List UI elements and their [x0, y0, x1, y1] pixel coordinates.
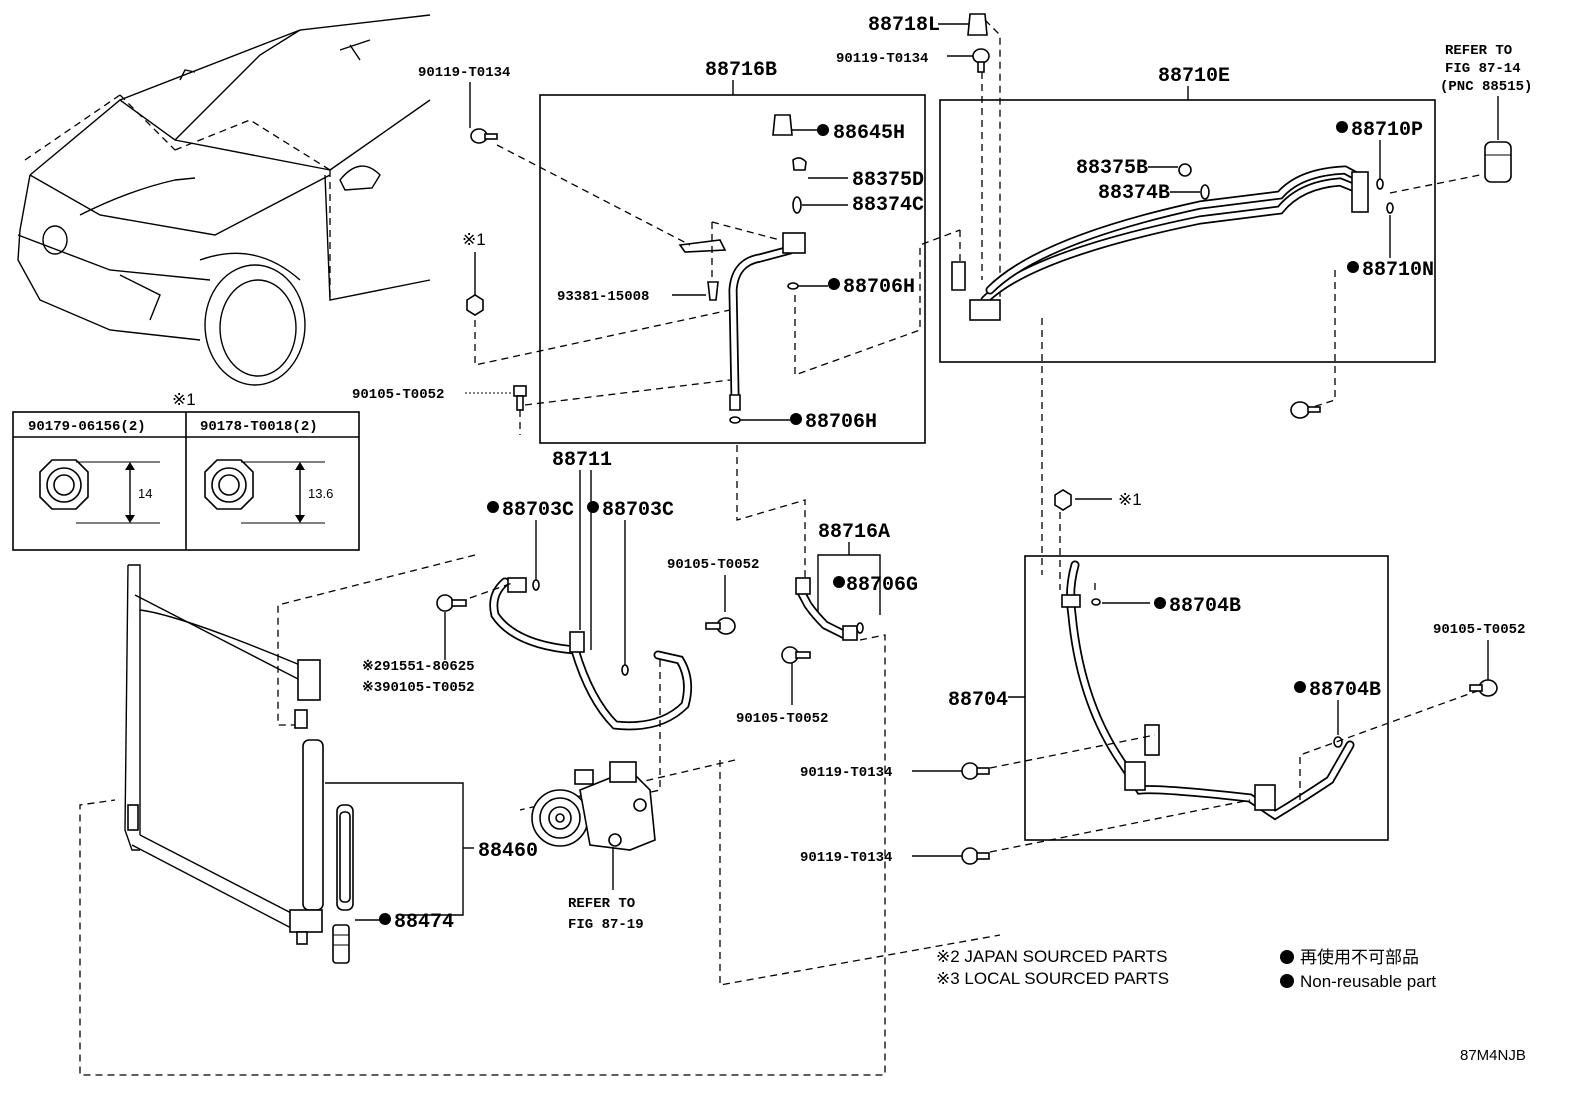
label-88460: 88460	[478, 840, 538, 863]
bolt-291551-icon	[436, 594, 467, 612]
nonreusable-dot-icon	[1280, 974, 1294, 988]
hose-88711	[489, 577, 693, 731]
label-refer-87-14-l1: REFER TO	[1445, 43, 1512, 59]
hose-88704	[1061, 560, 1355, 821]
label-291551: ※291551-80625	[362, 659, 475, 675]
label-note1-right: ※1	[1118, 490, 1142, 509]
label-90119-top: 90119-T0134	[418, 65, 510, 81]
figure-code: 87M4NJB	[1460, 1047, 1526, 1064]
nut-note1-top-icon	[466, 294, 484, 316]
nut-detail-table: ※1 90179-06156(2) 90178-T0018(2) 14 13.6	[12, 390, 360, 551]
label-88374C: 88374C	[852, 194, 924, 217]
vehicle-illustration	[17, 14, 431, 386]
condenser-88460	[124, 564, 324, 945]
label-88374B: 88374B	[1098, 182, 1170, 205]
legend: ※2 JAPAN SOURCED PARTS ※3 LOCAL SOURCED …	[936, 947, 1436, 991]
label-88710N: 88710N	[1362, 259, 1434, 282]
label-88704B-a: 88704B	[1169, 595, 1241, 618]
label-90119-mid1: 90119-T0134	[800, 765, 892, 781]
label-88710P: 88710P	[1351, 119, 1423, 142]
detail-table-note: ※1	[172, 390, 196, 409]
label-88706H-b: 88706H	[805, 411, 877, 434]
detail-col1-header: 90179-06156(2)	[28, 419, 146, 435]
label-390105: ※390105-T0052	[362, 680, 475, 696]
detail-col2-header: 90178-T0018(2)	[200, 419, 318, 435]
label-88716A: 88716A	[818, 521, 890, 544]
bolt-90119-mid2-icon	[961, 847, 990, 865]
nonreusable-dot-icon	[1280, 950, 1294, 964]
label-note1-top: ※1	[462, 230, 486, 249]
detail-dim-14: 14	[138, 486, 152, 501]
legend-en-nonreusable: Non-reusable part	[1300, 972, 1436, 991]
tube-88716B	[678, 114, 807, 424]
label-refer-87-14-l3: (PNC 88515)	[1440, 79, 1532, 95]
label-90105-right: 90105-T0052	[1433, 622, 1525, 638]
label-88375D: 88375D	[852, 169, 924, 192]
label-90119-mid2: 90119-T0134	[800, 850, 892, 866]
bolt-90119-mid1-icon	[961, 762, 990, 780]
legend-note2: ※2 JAPAN SOURCED PARTS	[936, 947, 1168, 966]
legend-note3: ※3 LOCAL SOURCED PARTS	[936, 969, 1169, 988]
tube-88716A	[795, 577, 864, 641]
label-88716B: 88716B	[705, 59, 777, 82]
bolt-90119-top-center-icon	[972, 48, 990, 73]
bolt-90105-left-icon	[513, 385, 527, 411]
label-88704: 88704	[948, 689, 1008, 712]
bolt-90105-right-icon	[1469, 679, 1498, 697]
label-88706H-a: 88706H	[843, 276, 915, 299]
legend-jp-nonreusable: 再使用不可部品	[1300, 947, 1419, 967]
compressor	[531, 761, 656, 851]
bolt-88710E-bottom-icon	[1290, 401, 1321, 419]
group-box-88704	[1024, 555, 1389, 841]
label-88703C-a: 88703C	[502, 499, 574, 522]
bolt-90105-mid-icon	[705, 617, 736, 635]
fitting-refer-87-14-icon	[1484, 141, 1512, 183]
label-88375B: 88375B	[1076, 157, 1148, 180]
label-88474: 88474	[394, 911, 454, 934]
bolt-90105-bottom-icon	[781, 646, 811, 664]
label-88710E: 88710E	[1158, 65, 1230, 88]
label-90105-bottom: 90105-T0052	[736, 711, 828, 727]
fitting-88718L-icon	[967, 13, 988, 36]
tube-88710E	[951, 163, 1394, 321]
label-refer-87-19-l1: REFER TO	[568, 896, 635, 912]
label-90105-left: 90105-T0052	[352, 387, 444, 403]
label-90105-mid: 90105-T0052	[667, 557, 759, 573]
label-88704B-b: 88704B	[1309, 679, 1381, 702]
label-93381-15008: 93381-15008	[557, 289, 649, 305]
nut-note1-right-icon	[1054, 489, 1072, 511]
label-88703C-b: 88703C	[602, 499, 674, 522]
label-88645H: 88645H	[833, 122, 905, 145]
label-88711: 88711	[552, 449, 612, 472]
desiccant-88474	[332, 804, 354, 964]
label-refer-87-14-l2: FIG 87-14	[1445, 61, 1521, 77]
label-90119-top-center: 90119-T0134	[836, 51, 928, 67]
label-88718L: 88718L	[868, 14, 940, 37]
label-88706G: 88706G	[846, 574, 918, 597]
label-refer-87-19-l2: FIG 87-19	[568, 917, 644, 933]
detail-dim-13-6: 13.6	[308, 486, 333, 501]
bolt-90119-top-icon	[470, 128, 498, 144]
